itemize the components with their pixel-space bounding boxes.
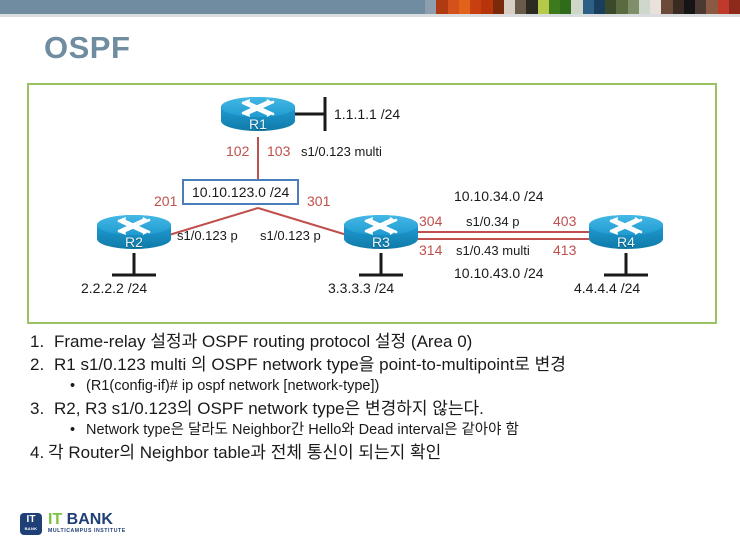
photo-strip-segment (616, 0, 628, 14)
router-r3[interactable]: R3 (344, 215, 418, 255)
router-label: R1 (249, 116, 267, 132)
logo-badge-bottom: BANK (24, 525, 38, 531)
photo-strip-segment (717, 0, 729, 14)
instruction-list: 1. Frame-relay 설정과 OSPF routing protocol… (30, 330, 730, 464)
list-item-text: Frame-relay 설정과 OSPF routing protocol 설정… (54, 332, 473, 351)
router-arrows-icon (117, 217, 151, 235)
list-item-text: R2, R3 s1/0.123의 OSPF network type은 변경하지… (54, 399, 484, 418)
list-item-marker: 1. (30, 332, 45, 351)
list-item-marker: 4. (30, 443, 45, 462)
photo-strip-segment (650, 0, 662, 14)
photo-strip-segment (526, 0, 538, 14)
photo-strip-segment (436, 0, 448, 14)
r1-dlci-103: 103 (267, 143, 291, 159)
router-r1[interactable]: R1 (221, 97, 295, 137)
r4-lan-label: 4.4.4.4 /24 (574, 280, 641, 296)
router-label: R4 (617, 234, 635, 250)
photo-strip-segment (695, 0, 707, 14)
photo-strip-segment (492, 0, 504, 14)
photo-strip-segment (447, 0, 459, 14)
photo-strip-segment (683, 0, 695, 14)
router-label: R2 (125, 234, 143, 250)
list-item: 3. R2, R3 s1/0.123의 OSPF network type은 변… (30, 397, 730, 420)
banner-underline (0, 14, 740, 17)
link43-interface-label: s1/0.43 multi (456, 243, 530, 258)
r3-dlci-304: 304 (419, 213, 443, 229)
logo-badge-icon: IT BANK (20, 512, 42, 535)
list-item: • (R1(config-if)# ip ospf network [netwo… (30, 376, 730, 397)
r3-dlci-301: 301 (307, 193, 331, 209)
photo-strip-segment (481, 0, 493, 14)
list-item-marker: • (70, 378, 76, 394)
photo-strip-segment (458, 0, 470, 14)
list-item-text: (R1(config-if)# ip ospf network [network… (86, 378, 380, 394)
photo-strip-segment (571, 0, 583, 14)
r2-dlci-201: 201 (154, 193, 178, 209)
list-item: 4. 각 Router의 Neighbor table과 전체 통신이 되는지 … (30, 441, 730, 464)
r4-dlci-403: 403 (553, 213, 577, 229)
r1-interface-label: s1/0.123 multi (301, 144, 382, 159)
list-item-marker: • (70, 422, 76, 438)
photo-strip-segment (503, 0, 515, 14)
link34-network-label: 10.10.34.0 /24 (454, 188, 544, 204)
link34-interface-label: s1/0.34 p (466, 214, 520, 229)
link43-network-label: 10.10.43.0 /24 (454, 265, 544, 281)
decorative-photo-strip (425, 0, 740, 14)
list-item-text: Network type은 달라도 Neighbor간 Hello와 Dead … (86, 422, 519, 438)
photo-strip-segment (593, 0, 605, 14)
diagram-link-lines (112, 97, 648, 277)
photo-strip-segment (548, 0, 560, 14)
router-arrows-icon (609, 217, 643, 235)
r2-interface-label: s1/0.123 p (177, 228, 238, 243)
photo-strip-segment (470, 0, 482, 14)
photo-strip-segment (672, 0, 684, 14)
logo-word-it: IT (48, 511, 63, 528)
r1-lan-label: 1.1.1.1 /24 (334, 106, 401, 122)
router-r2[interactable]: R2 (97, 215, 171, 255)
list-item: 1. Frame-relay 설정과 OSPF routing protocol… (30, 330, 730, 353)
photo-strip-segment (627, 0, 639, 14)
r3-lan-label: 3.3.3.3 /24 (328, 280, 395, 296)
r3-dlci-314: 314 (419, 242, 443, 258)
logo-tagline: MULTICAMPUS INSTITUTE (48, 528, 126, 534)
r3-interface-left-label: s1/0.123 p (260, 228, 321, 243)
list-item-marker: 2. (30, 355, 45, 374)
photo-strip-segment (605, 0, 617, 14)
list-item-text: R1 s1/0.123 multi 의 OSPF network type을 p… (54, 355, 566, 374)
photo-strip-segment (560, 0, 572, 14)
photo-strip-segment (706, 0, 718, 14)
photo-strip-segment (638, 0, 650, 14)
photo-strip-segment (661, 0, 673, 14)
network-diagram: R1 1.1.1.1 /24 102 103 s1/0.123 multi 10… (27, 83, 717, 324)
list-item-marker: 3. (30, 399, 45, 418)
photo-strip-segment (537, 0, 549, 14)
photo-strip-segment (728, 0, 740, 14)
r1-dlci-102: 102 (226, 143, 250, 159)
frame-relay-network-box: 10.10.123.0 /24 (182, 179, 300, 205)
router-label: R3 (372, 234, 390, 250)
itbank-logo: IT BANK IT BANK MULTICAMPUS INSTITUTE (20, 512, 126, 535)
logo-text: IT BANK MULTICAMPUS INSTITUTE (48, 512, 126, 535)
photo-strip-segment (425, 0, 437, 14)
list-item: 2. R1 s1/0.123 multi 의 OSPF network type… (30, 353, 730, 376)
r4-dlci-413: 413 (553, 242, 577, 258)
logo-word-bank: BANK (66, 511, 113, 528)
list-item-text: 각 Router의 Neighbor table과 전체 통신이 되는지 확인 (48, 443, 442, 462)
router-arrows-icon (241, 99, 275, 117)
page-title: OSPF (44, 30, 131, 65)
router-arrows-icon (364, 217, 398, 235)
router-r4[interactable]: R4 (589, 215, 663, 255)
photo-strip-segment (582, 0, 594, 14)
logo-wordmark: IT BANK (48, 512, 126, 528)
logo-badge-top: IT (26, 513, 36, 525)
photo-strip-segment (515, 0, 527, 14)
r2-lan-label: 2.2.2.2 /24 (81, 280, 148, 296)
list-item: • Network type은 달라도 Neighbor간 Hello와 Dea… (30, 420, 730, 441)
